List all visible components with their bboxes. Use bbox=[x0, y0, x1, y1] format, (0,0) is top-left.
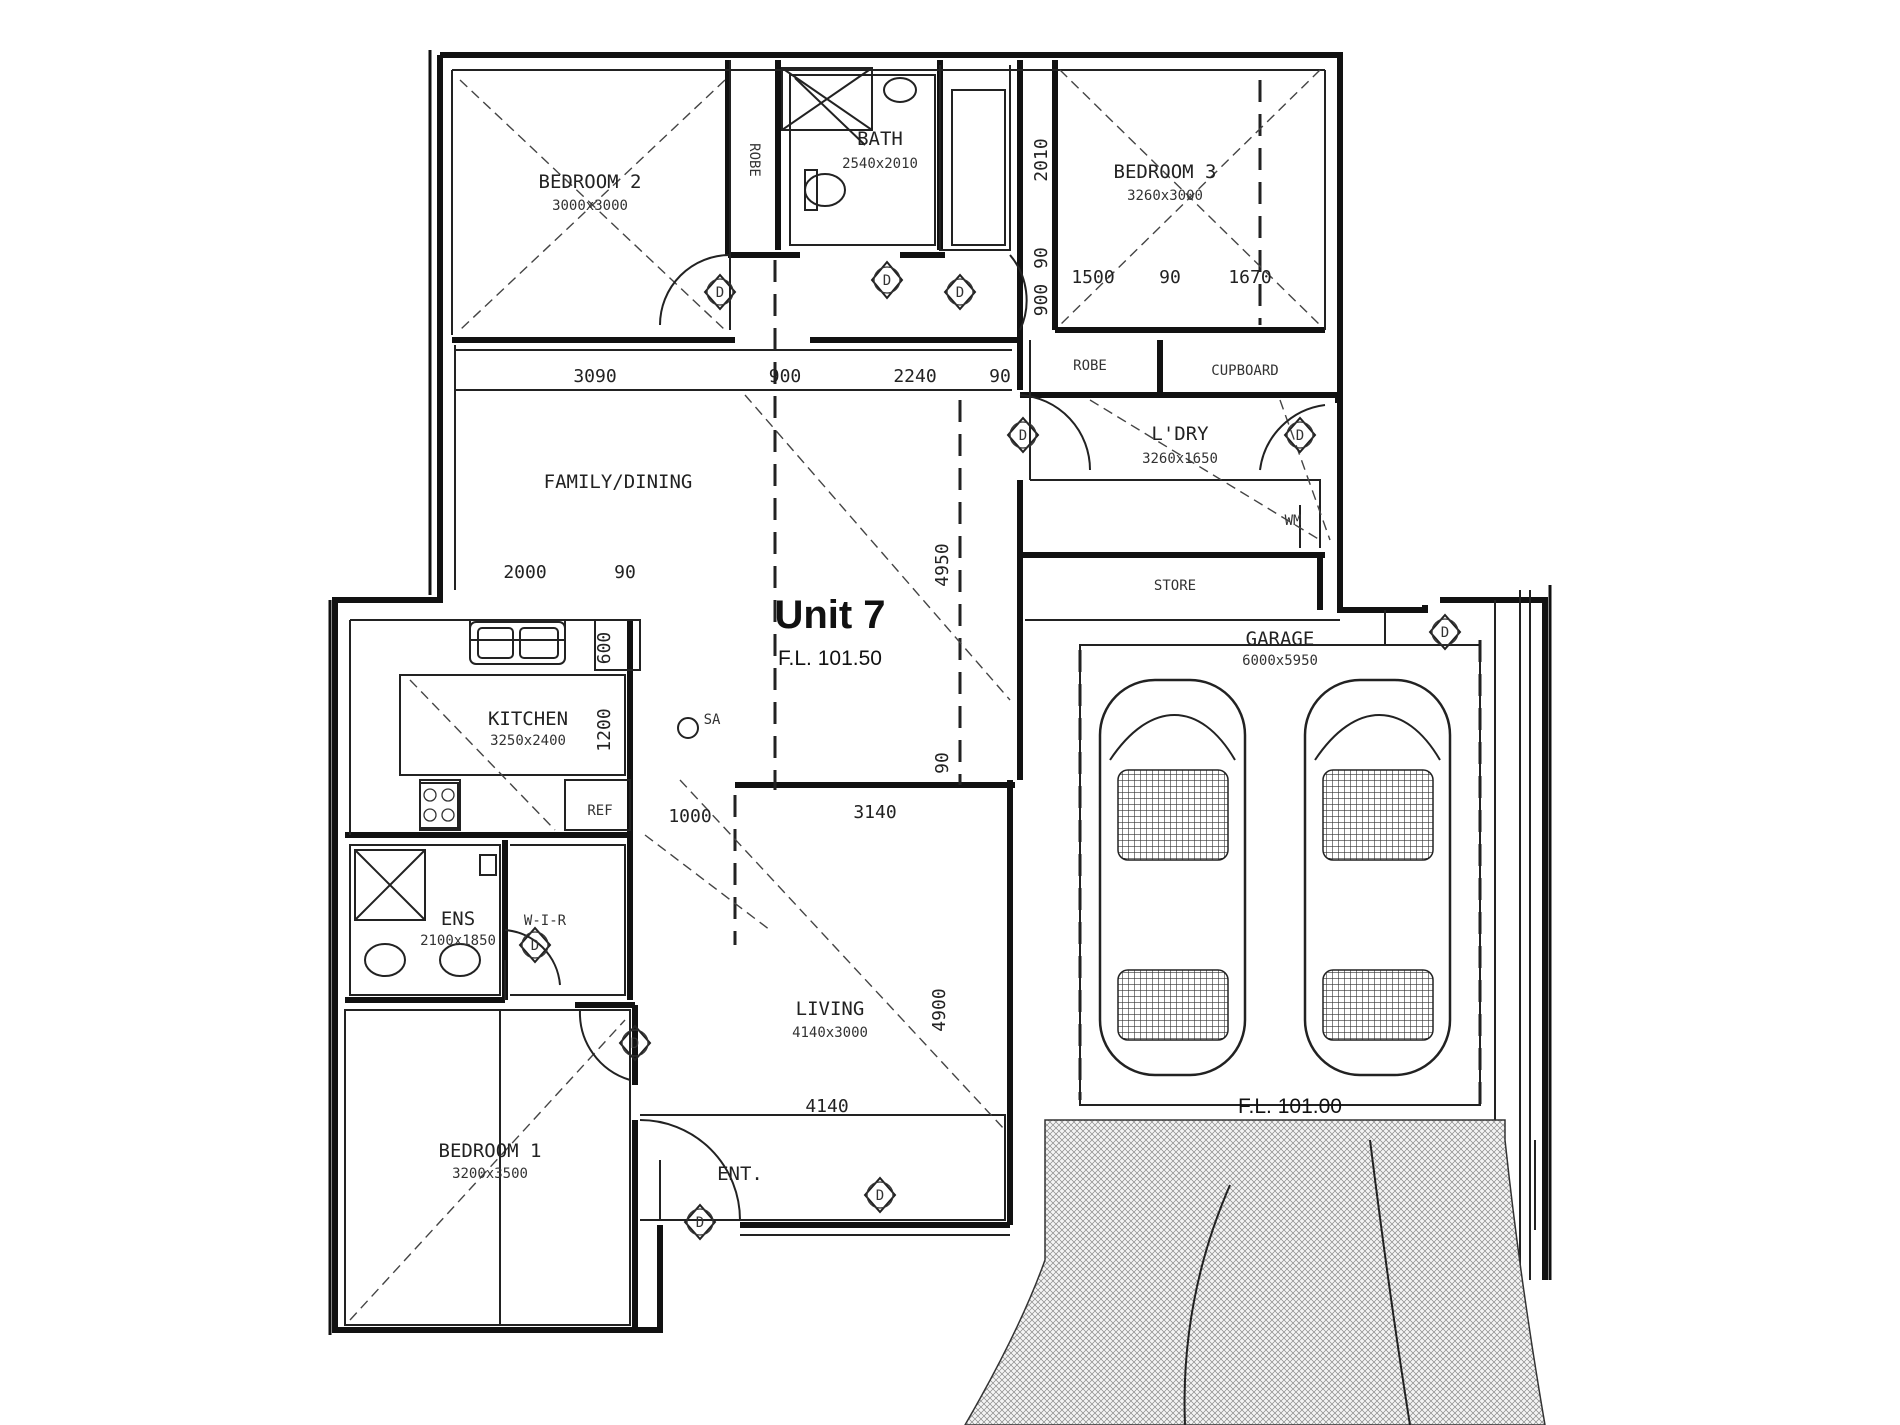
wm-label: WM bbox=[1285, 513, 1302, 529]
unit-name: Unit 7 bbox=[774, 593, 885, 637]
dimension-labels: 2010 900 90 1500 90 1670 3090 900 2240 9… bbox=[503, 138, 1271, 1117]
living-label: LIVING bbox=[796, 998, 865, 1020]
bedroom1-label: BEDROOM 1 bbox=[439, 1140, 542, 1162]
door-tags: D D D D D D D D D D SA bbox=[518, 260, 1462, 1241]
svg-text:D: D bbox=[1441, 625, 1449, 641]
svg-text:D: D bbox=[883, 273, 891, 289]
dim-4900: 4900 bbox=[929, 988, 950, 1031]
unit-title: Unit 7 F.L. 101.50 F.L. 101.00 bbox=[774, 593, 1342, 1118]
svg-text:D: D bbox=[631, 1036, 639, 1052]
door-tag-5: D bbox=[1283, 416, 1317, 454]
garage-cars bbox=[1098, 678, 1452, 1077]
svg-text:D: D bbox=[696, 1215, 704, 1231]
door-tag-10: D bbox=[863, 1176, 897, 1214]
dim-600: 600 bbox=[594, 632, 615, 665]
garage-size: 6000x5950 bbox=[1242, 653, 1318, 669]
driveway bbox=[964, 1119, 1546, 1425]
laundry-size: 3260x1650 bbox=[1142, 451, 1218, 467]
unit-floor-level: F.L. 101.50 bbox=[778, 647, 882, 670]
door-tag-6: D bbox=[1428, 613, 1462, 651]
dim-1500: 1500 bbox=[1071, 267, 1114, 288]
laundry-label: L'DRY bbox=[1151, 423, 1209, 445]
door-tag-8: D bbox=[618, 1024, 652, 1062]
dim-4140: 4140 bbox=[805, 1096, 848, 1117]
door-swings bbox=[504, 254, 1326, 1221]
kitchen-label: KITCHEN bbox=[488, 708, 568, 730]
cupboard-label: CUPBOARD bbox=[1211, 363, 1278, 379]
store-label: STORE bbox=[1154, 578, 1196, 594]
robe-b3-label: ROBE bbox=[1073, 358, 1107, 374]
car-right bbox=[1303, 678, 1452, 1077]
door-tag-7: D bbox=[518, 926, 552, 964]
dashed-lines bbox=[733, 80, 1482, 1110]
ens-label: ENS bbox=[441, 908, 475, 930]
dim-2000: 2000 bbox=[503, 562, 546, 583]
kitchen-fixtures bbox=[419, 619, 641, 829]
dim-3140: 3140 bbox=[853, 802, 896, 823]
dim-2240: 2240 bbox=[893, 366, 936, 387]
wir-label: W-I-R bbox=[524, 913, 567, 929]
outer-walls bbox=[328, 50, 1552, 1335]
dim-90-b: 90 bbox=[1159, 267, 1181, 288]
dim-90-a: 90 bbox=[1031, 247, 1052, 269]
dim-90-e: 90 bbox=[932, 752, 953, 774]
dim-900-b: 900 bbox=[769, 366, 802, 387]
door-tag-2: D bbox=[870, 260, 904, 300]
dim-90-c: 90 bbox=[989, 366, 1011, 387]
car-left bbox=[1098, 678, 1247, 1077]
svg-text:D: D bbox=[716, 285, 724, 301]
bedroom2-label: BEDROOM 2 bbox=[539, 171, 642, 193]
svg-text:D: D bbox=[1019, 428, 1027, 444]
svg-text:D: D bbox=[1296, 428, 1304, 444]
bedroom3-size: 3260x3000 bbox=[1127, 188, 1203, 204]
dim-900: 900 bbox=[1031, 284, 1052, 317]
dim-1200: 1200 bbox=[594, 708, 615, 751]
room-diagonals bbox=[349, 69, 1331, 1321]
dim-4950: 4950 bbox=[932, 543, 953, 586]
door-tag-4: D bbox=[1006, 416, 1040, 454]
svg-text:D: D bbox=[876, 1188, 884, 1204]
dim-1670: 1670 bbox=[1228, 267, 1271, 288]
bath-size: 2540x2010 bbox=[842, 156, 918, 172]
entry-label: ENT. bbox=[717, 1163, 763, 1185]
robe-top-label: ROBE bbox=[746, 143, 762, 177]
bath-fixtures bbox=[364, 67, 917, 977]
family-dining-label: FAMILY/DINING bbox=[544, 471, 693, 493]
bedroom1-size: 3200x3500 bbox=[452, 1166, 528, 1182]
dim-1000: 1000 bbox=[668, 806, 711, 827]
living-size: 4140x3000 bbox=[792, 1025, 868, 1041]
door-tag-1: D bbox=[703, 273, 737, 311]
garage-floor-level: F.L. 101.00 bbox=[1238, 1095, 1342, 1118]
ref-label: REF bbox=[587, 803, 612, 819]
dim-90-d: 90 bbox=[614, 562, 636, 583]
svg-text:D: D bbox=[956, 285, 964, 301]
room-labels: BEDROOM 2 3000x3000 BATH 2540x2010 BEDRO… bbox=[420, 128, 1318, 1185]
door-tag-3: D bbox=[943, 273, 977, 311]
svg-text:D: D bbox=[531, 938, 539, 954]
dim-2010: 2010 bbox=[1031, 138, 1052, 181]
garage-label: GARAGE bbox=[1246, 628, 1315, 650]
smoke-alarm: SA bbox=[677, 712, 721, 739]
bedroom2-size: 3000x3000 bbox=[552, 198, 628, 214]
door-tag-9: D bbox=[683, 1203, 717, 1241]
dim-3090: 3090 bbox=[573, 366, 616, 387]
kitchen-size: 3250x2400 bbox=[490, 733, 566, 749]
bath-label: BATH bbox=[857, 128, 903, 150]
svg-text:SA: SA bbox=[704, 712, 721, 728]
ens-size: 2100x1850 bbox=[420, 933, 496, 949]
bedroom3-label: BEDROOM 3 bbox=[1114, 161, 1217, 183]
